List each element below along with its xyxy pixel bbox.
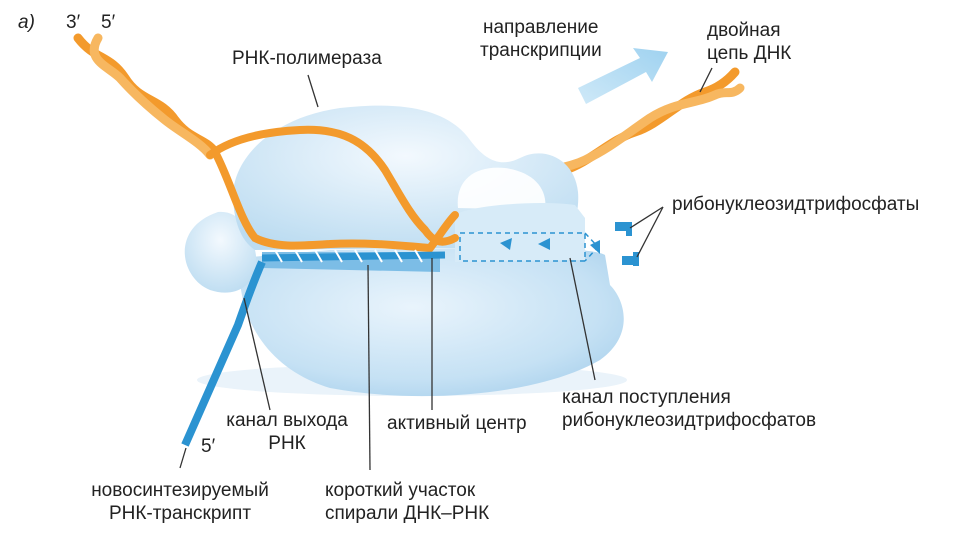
panel-label: а) [18,12,35,33]
dna-rna-hybrid [261,249,446,263]
label-direction-line2: транскрипции [480,40,602,61]
label-transcript-line2: РНК-транскрипт [108,503,252,524]
incoming-nucleotides [500,238,600,254]
label-dna-line1: двойная [707,20,781,41]
dna-3prime-end: 3′ [66,12,81,33]
label-dna-line2: цепь ДНК [707,43,792,64]
entry-channel [459,232,586,262]
label-direction-line1: направление [483,17,599,38]
label-exit-line2: РНК [268,433,306,454]
label-exit-line1: канал выхода [226,410,348,431]
rna-transcript [181,260,266,447]
label-hybrid-line2: спирали ДНК–РНК [325,503,490,524]
label-hybrid-line1: короткий участок [325,480,476,501]
leader-lines [179,67,713,471]
dna-helix-upstream [73,33,220,160]
dna-5prime-end: 5′ [101,12,116,33]
direction-arrow [578,48,668,104]
dna-nontemplate-strand [206,125,459,246]
rna-polymerase [184,105,627,397]
label-active-center: активный центр [387,413,527,434]
label-entry-line2: рибонуклеозидтрифосфатов [562,410,817,431]
ntp-icons [615,222,639,266]
rna-5prime-end: 5′ [201,436,216,457]
label-transcript-line1: новосинтезируемый [91,480,269,501]
label-ntp: рибонуклеозидтрифосфаты [672,194,920,215]
label-polymerase: РНК-полимераза [232,48,382,69]
label-entry-line1: канал поступления [562,387,731,408]
